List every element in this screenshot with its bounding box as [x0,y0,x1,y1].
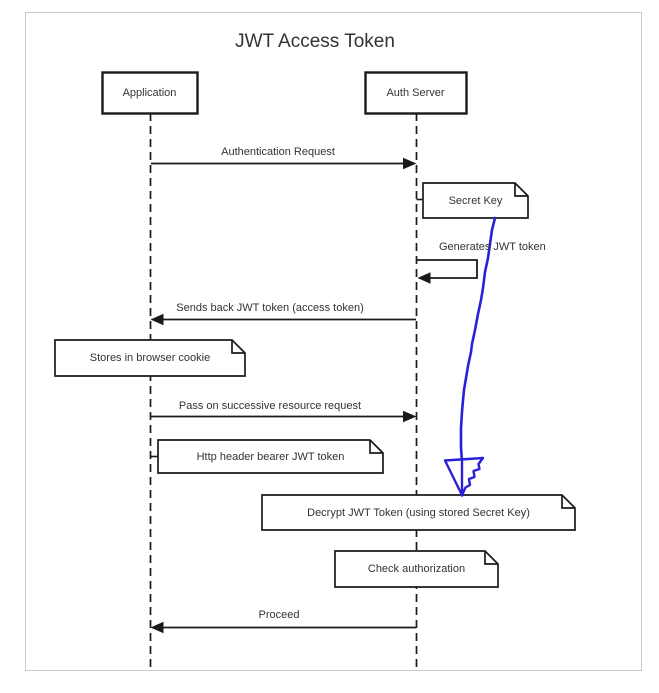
arrow-generates-token-selfloop [416,259,478,284]
message-label-sends-back-token: Sends back JWT token (access token) [176,302,364,314]
arrow-sends-back-token [150,313,416,326]
actor-label-application: Application [122,86,177,99]
arrow-pass-on-request [151,410,417,423]
note-shape-http-header [157,439,384,474]
dogear-icon [231,340,245,354]
dogear-icon [514,183,528,197]
note-shape-secret-key [422,182,529,219]
arrow-authentication-request [151,157,417,170]
message-label-proceed: Proceed [258,609,300,621]
note-shape-check-auth [334,550,499,588]
actor-box-auth-server [364,71,468,115]
dogear-icon [484,551,498,565]
message-label-pass-on-request: Pass on successive resource request [178,400,362,412]
note-label-secret-key: Secret Key [448,194,503,207]
note-shape-stores-cookie [54,339,246,377]
message-label-generates-token: Generates JWT token [439,241,546,253]
diagram-title: JWT Access Token [235,31,395,52]
arrow-proceed [150,621,416,634]
message-label-authentication-request: Authentication Request [221,146,335,158]
hand-drawn-arrow-annotation [443,216,497,497]
note-label-stores-cookie: Stores in browser cookie [89,352,211,364]
sketchy-arrowhead-icon [443,456,485,497]
note-shape-decrypt-token [261,494,576,531]
arrowhead-left-icon [417,272,431,284]
note-label-http-header: Http header bearer JWT token [196,450,345,463]
arrowhead-left-icon [150,313,164,326]
note-label-check-auth: Check authorization [367,563,466,575]
arrowhead-right-icon [403,410,417,423]
note-label-decrypt-token: Decrypt JWT Token (using stored Secret K… [307,506,530,519]
actor-box-application [101,71,199,115]
arrowhead-left-icon [150,621,164,634]
arrowhead-right-icon [403,157,417,170]
dogear-icon [369,440,383,454]
dogear-icon [561,495,575,509]
actor-label-auth-server: Auth Server [386,86,445,99]
